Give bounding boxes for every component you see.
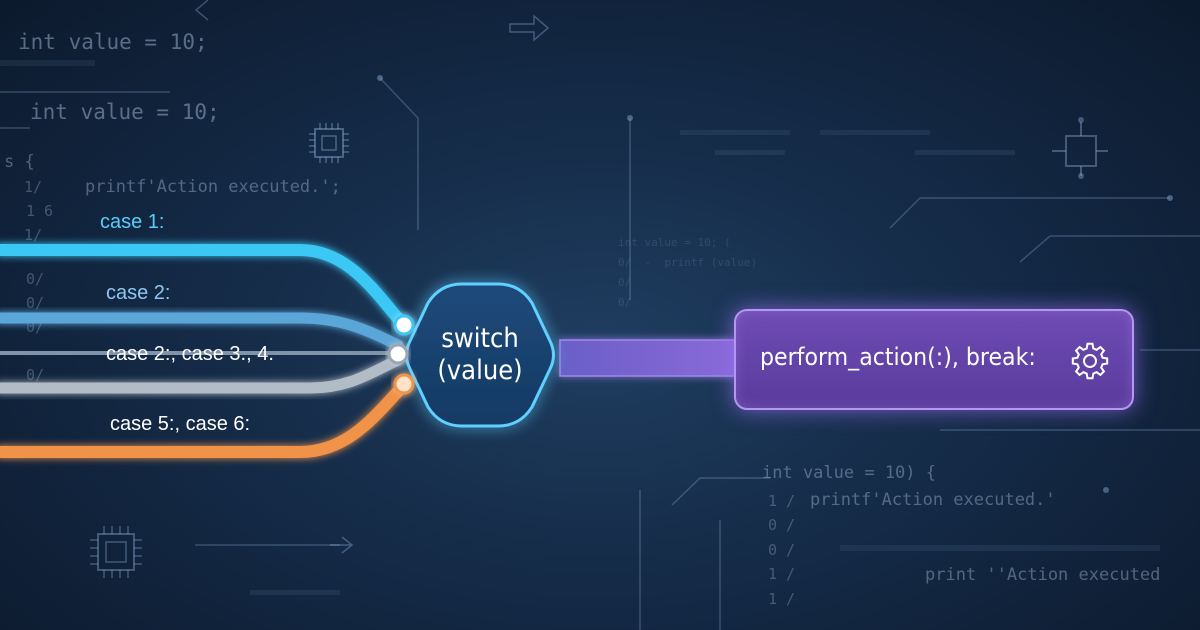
switch-keyword: switch bbox=[441, 323, 519, 354]
case-connector-line bbox=[0, 244, 410, 331]
bg-code-line: int value = 10) { bbox=[762, 463, 936, 483]
case-connector-line bbox=[0, 354, 404, 394]
bg-code-faint: 0/ bbox=[618, 296, 632, 309]
switch-hexagon bbox=[405, 282, 555, 428]
action-node: perform_action(:), break: bbox=[734, 309, 1134, 410]
bg-line-number: 1 / bbox=[768, 492, 796, 510]
case-label-1: case 1: bbox=[100, 211, 165, 233]
bg-line-number: 1/ bbox=[24, 178, 43, 196]
bg-code-line: printf'Action executed.' bbox=[810, 490, 1056, 510]
bg-line-number: 1 / bbox=[768, 565, 796, 583]
case-port-dot bbox=[387, 343, 409, 365]
switch-expression: (value) bbox=[437, 355, 523, 386]
bg-line-number: 0 / bbox=[768, 516, 796, 534]
bg-code-faint: int value = 10; ( bbox=[618, 236, 731, 249]
bg-line-number: 1/ bbox=[24, 226, 43, 244]
bg-line-number: 1 / bbox=[768, 590, 796, 608]
bg-line-number: 0/ bbox=[26, 270, 45, 288]
bg-code-line: s { bbox=[4, 152, 35, 172]
gear-icon bbox=[1071, 342, 1109, 380]
case-connector-line bbox=[0, 312, 404, 351]
case-port-dot bbox=[393, 373, 415, 395]
case-label-4: case 5:, case 6: bbox=[110, 413, 251, 435]
switch-node-label: switch (value) bbox=[408, 323, 552, 387]
chip-icon-top bbox=[309, 123, 349, 163]
bg-code-line: int value = 10; bbox=[18, 30, 208, 54]
bg-code-line: print ''Action executed bbox=[925, 565, 1161, 585]
action-label: perform_action(:), break: bbox=[760, 343, 1036, 371]
bg-code-faint: 0/ bbox=[618, 276, 632, 289]
bg-code-line: int value = 10; bbox=[30, 100, 220, 124]
case-label-2: case 2: bbox=[106, 282, 171, 304]
bg-line-number: 0/ bbox=[26, 294, 45, 312]
bg-code-faint: 0/ - printf (value) bbox=[618, 256, 758, 269]
chip-icon-bottom bbox=[90, 526, 142, 578]
case-label-3: case 2:, case 3., 4. bbox=[106, 343, 274, 365]
bg-line-number: 0/ bbox=[26, 366, 45, 384]
case-port-dot bbox=[393, 314, 415, 336]
switch-to-action-connector bbox=[559, 339, 737, 377]
bg-code-line: printf'Action executed.'; bbox=[85, 177, 341, 197]
bg-line-number: 0 / bbox=[768, 541, 796, 559]
case-connector-line bbox=[0, 379, 410, 458]
chip-icon-right bbox=[1052, 117, 1108, 179]
bg-line-number: 1 6 bbox=[26, 202, 54, 220]
